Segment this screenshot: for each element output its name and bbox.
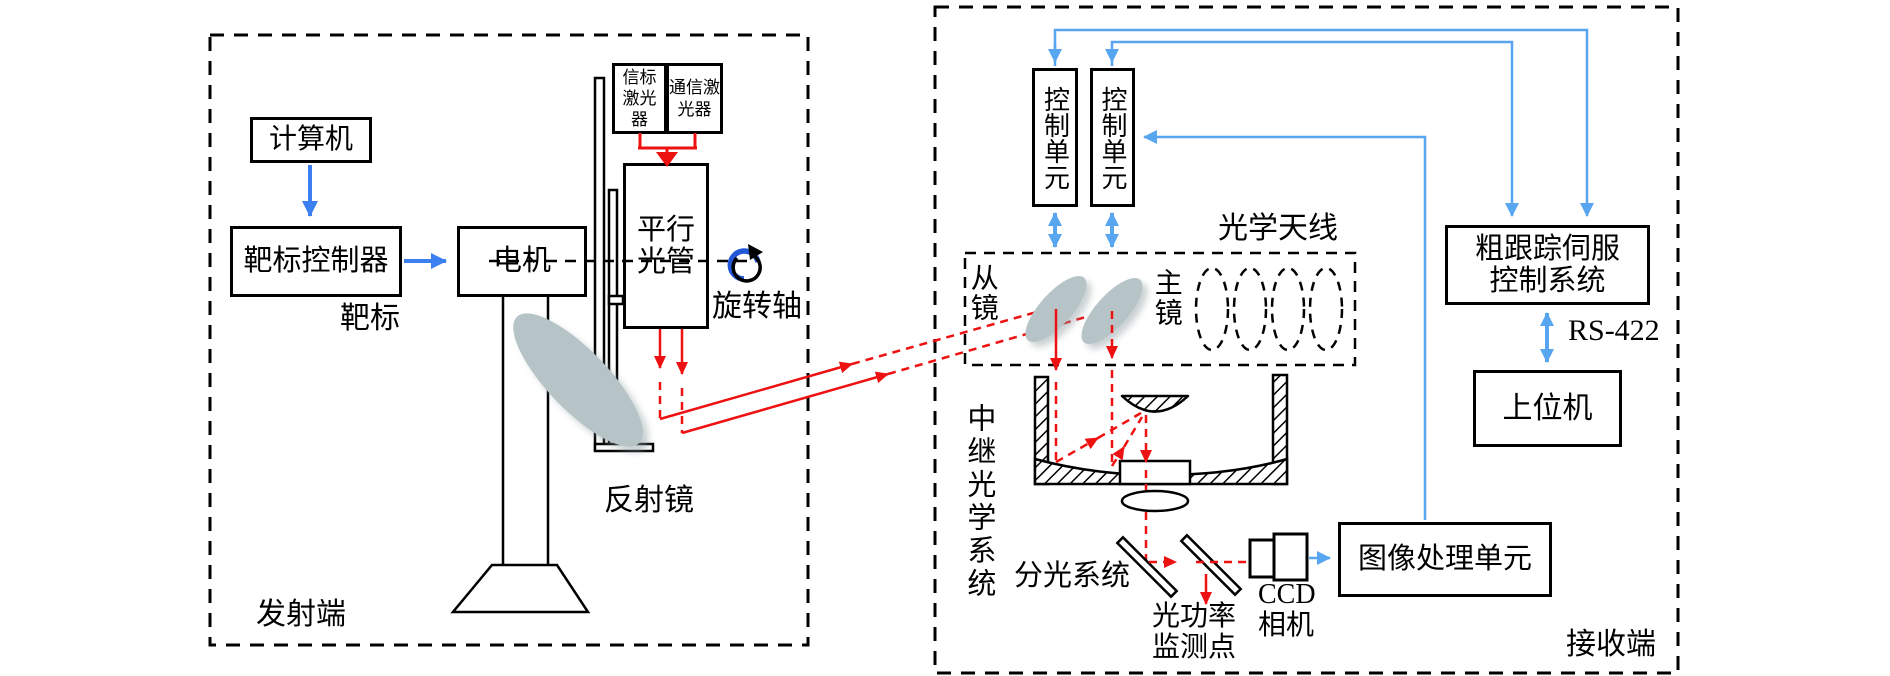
coarse-tracking-lines: 粗跟踪伺服 控制系统	[1475, 233, 1620, 298]
free-space-beams	[659, 304, 1111, 435]
optical-antenna-label: 光学天线	[1218, 212, 1338, 245]
relay-rays	[1050, 309, 1152, 560]
ccd-line2: 相机	[1258, 609, 1315, 641]
control-unit-1-label: 控制单元	[1040, 85, 1070, 190]
control-unit-2-label: 控制单元	[1098, 85, 1128, 190]
primary-lens-group	[1194, 266, 1344, 352]
beacon-laser-label: 信标激光器	[622, 67, 657, 130]
reflector-label: 反射镜	[604, 484, 694, 517]
transmitter-section-label: 发射端	[256, 598, 346, 631]
control-unit-2-box: 控制单元	[1090, 68, 1135, 207]
downlink-beams	[654, 329, 688, 433]
comm-laser-box: 通信激光器	[666, 63, 723, 134]
coarse-tracking-box: 粗跟踪伺服 控制系统	[1445, 225, 1650, 305]
control-unit-1-box: 控制单元	[1032, 68, 1078, 207]
rotation-axis-label: 旋转轴	[712, 290, 802, 323]
motor-box: 电机	[457, 226, 587, 297]
antenna-mirrors	[1025, 276, 1148, 349]
target-controller-label: 靶标控制器	[243, 245, 389, 278]
ccd-camera	[1248, 532, 1309, 582]
rs422-label: RS-422	[1568, 314, 1660, 347]
target-controller-box: 靶标控制器	[230, 226, 402, 297]
rotation-icon	[727, 244, 763, 283]
secondary-mirror-label: 从镜	[966, 263, 998, 323]
computer-label: 计算机	[268, 124, 353, 156]
beam-splitter-label: 分光系统	[1014, 560, 1131, 592]
pedestal	[450, 297, 591, 614]
relay-optics-label: 中继光学系统	[962, 403, 995, 601]
laser-feed-lines	[638, 133, 697, 153]
primary-mirror-label: 主镜	[1150, 268, 1182, 328]
target-label: 靶标	[340, 302, 400, 335]
beam-splitter-plates	[1115, 533, 1243, 599]
splitter-rays	[1149, 556, 1248, 605]
comm-laser-label: 通信激光器	[669, 78, 720, 119]
host-computer-box: 上位机	[1473, 370, 1622, 447]
computer-box: 计算机	[250, 117, 372, 163]
receiver-section-label: 接收端	[1566, 628, 1656, 661]
image-processing-label: 图像处理单元	[1357, 543, 1532, 576]
ccd-camera-label: CCD 相机	[1258, 579, 1316, 642]
power-monitor-label: 光功率 监测点	[1152, 601, 1237, 664]
ccd-line1: CCD	[1258, 579, 1316, 610]
motor-label: 电机	[492, 245, 551, 278]
power-monitor-line1: 光功率	[1152, 601, 1237, 632]
relay-lens	[1120, 489, 1190, 513]
beacon-laser-box: 信标激光器	[612, 63, 667, 134]
coarse-tracking-line2: 控制系统	[1489, 265, 1606, 297]
host-computer-label: 上位机	[1502, 391, 1593, 425]
collimator-label: 平行光管	[636, 213, 695, 278]
coarse-tracking-line1: 粗跟踪伺服	[1474, 232, 1620, 265]
relay-telescope	[1033, 373, 1289, 486]
image-processing-box: 图像处理单元	[1338, 522, 1552, 597]
power-monitor-line2: 监测点	[1152, 631, 1237, 663]
collimator-box: 平行光管	[623, 163, 709, 329]
